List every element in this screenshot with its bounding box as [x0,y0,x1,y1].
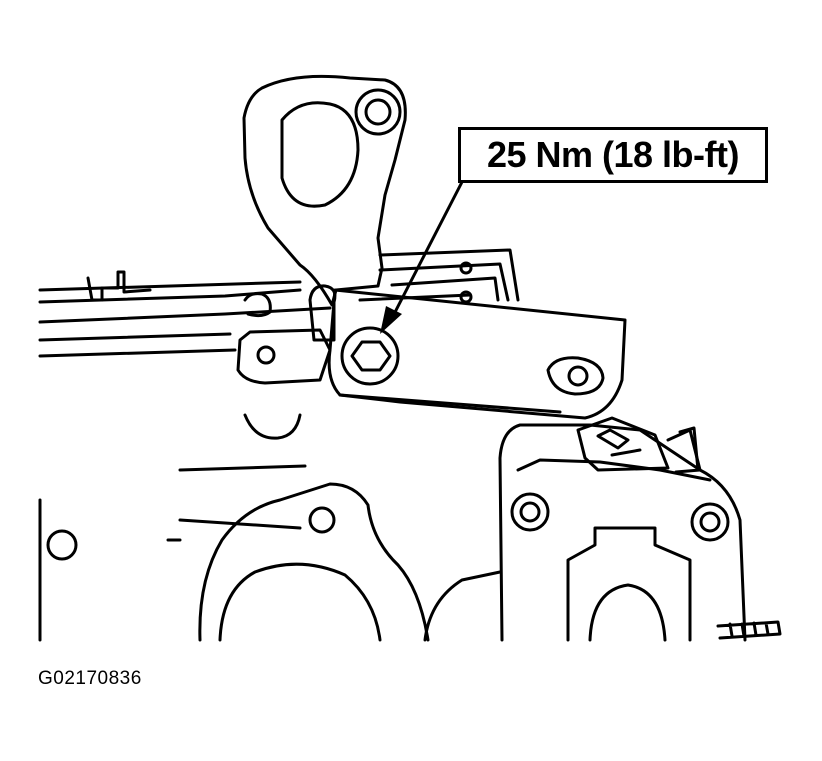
main-bracket [327,288,627,420]
valve-cover-rail-lower [38,332,237,358]
housing-bolt-right-washer [690,502,730,542]
main-bracket-inner-edge [338,393,562,414]
housing-bolt-left-head [519,501,541,523]
lower-left-casting [38,464,307,642]
connector-nut [678,426,700,472]
cover-edge-curve [243,413,302,440]
eye-bracket-bolt-head [364,98,392,126]
housing-outlet [566,526,692,642]
housing-outlet-inner [588,583,667,642]
port-boss-small-hole [308,506,336,534]
left-ear-hole [256,345,276,365]
rail-rivet [459,261,473,275]
bracket-slot [546,356,605,396]
rail-tab [86,270,152,302]
torque-bolt-head [350,340,392,372]
callout-leader-arrow [380,181,464,334]
left-bracket-ear [236,328,332,385]
wire-connector [576,416,670,472]
eye-bracket-bolt-washer [354,88,402,136]
lower-port-opening [218,562,382,642]
housing-bolt-left-washer [510,492,550,532]
threaded-rod [716,620,782,640]
connector-tab [596,428,642,457]
lifting-eye-bracket [242,74,407,307]
valve-cover-rail-upper [38,280,332,324]
figure-code: G02170836 [38,668,142,689]
rail-bolt-stub [243,292,272,318]
upper-right-rails [358,248,520,302]
torque-spec-callout: 25 Nm (18 lb-ft) [458,127,768,183]
housing-bolt-right-head [699,511,721,533]
lower-port-right [423,570,502,642]
lifting-eye-hole [280,101,360,208]
bracket-slot-hole [567,365,589,387]
left-hole [46,529,78,561]
lower-port-boss [198,482,430,642]
right-housing [498,423,747,642]
torque-bolt-washer [340,326,400,386]
rail-rivet-2 [459,290,473,304]
